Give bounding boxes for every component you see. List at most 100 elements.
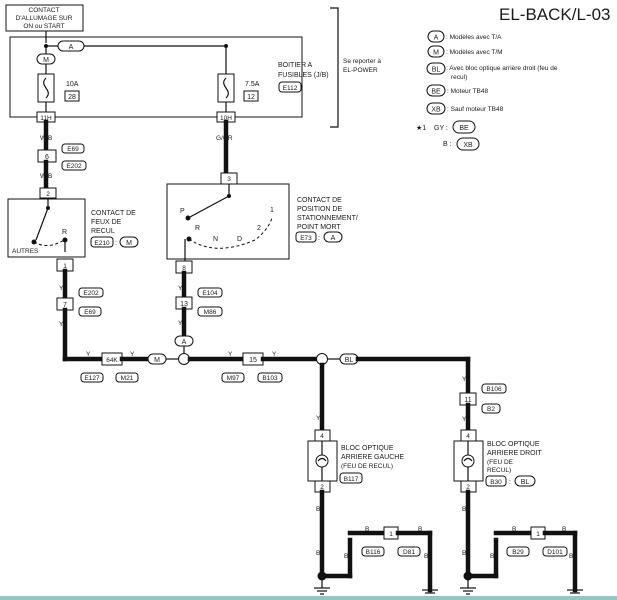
wire-label-y-5: Y xyxy=(86,351,91,358)
rear-lamp-right: 4 2 BLOC OPTIQUE ARRIERE DROIT (FEU DE R… xyxy=(453,429,543,493)
fuse-7-5a-rating: 7.5A xyxy=(245,81,260,88)
rev-switch-autres: AUTRES xyxy=(12,248,39,255)
svg-text::: : xyxy=(318,235,320,242)
wire-label-wb-1: W/B xyxy=(40,135,52,142)
connector-b106: B106 xyxy=(486,386,502,393)
connector-b2: B2 xyxy=(487,406,495,413)
connector-7-label: 7 xyxy=(63,302,67,309)
footnote-b-sym: XB xyxy=(463,142,473,149)
ground-conn-left-label: 1 xyxy=(389,531,393,538)
legend-text-m: : Modèles avec T/M xyxy=(446,49,503,56)
lamp-right-code: B30 xyxy=(490,479,502,486)
connector-e69: E69 xyxy=(67,146,79,153)
ignition-line3: ON ou START xyxy=(23,23,64,30)
lamp-right-l1: BLOC OPTIQUE xyxy=(487,441,540,448)
legend-text-bl-2: recul) xyxy=(451,74,467,81)
fuse-7-5a-number: 12 xyxy=(247,94,255,101)
svg-text::: : xyxy=(509,479,511,486)
footnote-gy-sym: BE xyxy=(459,125,469,132)
connector-m97: M97 xyxy=(227,375,240,382)
ground-symbol-left xyxy=(314,580,438,595)
legend-sym-bl: BL xyxy=(432,67,441,74)
park-switch-term-bot: 8 xyxy=(182,265,186,272)
fusebox-code: E112 xyxy=(283,85,298,92)
rev-switch-code: E210 xyxy=(94,240,110,247)
connector-m21: M21 xyxy=(121,375,134,382)
wire-sym-m: M xyxy=(154,357,160,364)
connector-b29: B29 xyxy=(512,549,524,556)
wire-label-b-2: B xyxy=(316,550,320,557)
rev-switch-l3: RECUL xyxy=(91,228,115,235)
connector-b116: B116 xyxy=(366,549,381,556)
lamp-right-term-top: 4 xyxy=(466,433,470,440)
fuse-10a-rating: 10A xyxy=(66,81,79,88)
wire-label-gor: G/OR xyxy=(216,135,233,142)
park-neutral-switch: 3 P R N D 2 1 8 CONTACT DE POSITION DE S… xyxy=(166,172,358,274)
lamp-right-term-bot: 2 xyxy=(466,484,470,491)
wire-label-b-6: B xyxy=(424,553,428,560)
footnote-b: B : xyxy=(443,141,452,148)
rev-switch-r: R xyxy=(62,229,67,236)
connector-64k-label: 64K xyxy=(106,357,118,364)
wire-label-y-2: Y xyxy=(59,321,64,328)
legend-sym-m: M xyxy=(433,50,439,57)
lamp-left-term-top: 4 xyxy=(320,433,324,440)
legend-sym-a: A xyxy=(434,35,439,42)
park-switch-sym: A xyxy=(331,235,336,242)
connector-d81: D81 xyxy=(403,549,415,556)
rev-switch-sym: M xyxy=(126,240,132,247)
connector-15-label: 15 xyxy=(249,357,257,364)
fuse-box: A M 10A 28 7.5A 12 11H 10H BOITIER A FUS… xyxy=(9,31,329,123)
wire-label-y-3: Y xyxy=(178,285,183,292)
connector-b103: B103 xyxy=(262,375,278,382)
rev-switch-l2: FEUX DE xyxy=(91,219,122,226)
wire-label-b-1: B xyxy=(316,506,320,513)
lamp-right-l4: RECUL) xyxy=(487,467,511,474)
fuse-terminal-11h: 11H xyxy=(40,115,52,122)
park-switch-term-top: 3 xyxy=(227,176,231,183)
park-switch-r: R xyxy=(195,225,200,232)
park-switch-d: D xyxy=(237,236,242,243)
fusebox-model-m: M xyxy=(43,57,49,64)
legend-sym-xb: XB xyxy=(431,107,441,114)
wire-label-y-6: Y xyxy=(130,351,135,358)
legend-text-bl: : Avec bloc optique arrière droit (feu d… xyxy=(446,65,558,72)
wire-label-b-12: B xyxy=(569,553,573,560)
connector-e202: E202 xyxy=(66,163,82,170)
wire-sym-a: A xyxy=(182,339,187,346)
lamp-right-l3: (FEU DE xyxy=(487,459,514,466)
connector-m86: M86 xyxy=(204,309,217,316)
park-switch-1: 1 xyxy=(270,207,274,214)
wire-label-y-11: Y xyxy=(316,415,321,422)
park-switch-l4: POINT MORT xyxy=(297,224,341,231)
park-switch-l1: CONTACT DE xyxy=(297,197,342,204)
legend-text-be: : Moteur TB48 xyxy=(447,88,488,95)
ignition-line1: CONTACT xyxy=(29,7,60,14)
lamp-right-sym: BL xyxy=(521,479,530,486)
connector-11-label: 11 xyxy=(464,397,471,404)
park-switch-p: P xyxy=(180,208,185,215)
wire-label-b-5: B xyxy=(418,526,422,533)
wire-label-y-7: Y xyxy=(228,351,233,358)
connector-6-label: 6 xyxy=(45,154,49,161)
wire-label-b-4: B xyxy=(365,526,369,533)
park-switch-l3: STATIONNEMENT/ xyxy=(297,215,358,222)
park-switch-code: E73 xyxy=(300,235,312,242)
fusebox-label-line2: FUSIBLES (J/B) xyxy=(278,72,329,79)
lamp-left-l1: BLOC OPTIQUE xyxy=(341,445,394,452)
legend: A : Modèles avec T/A M : Modèles avec T/… xyxy=(416,30,558,151)
ground-conn-right-label: 1 xyxy=(536,531,540,538)
lamp-left-term-bot: 2 xyxy=(320,484,324,491)
fuse-10a-number: 28 xyxy=(68,94,76,101)
connector-13-label: 13 xyxy=(180,301,188,308)
footnote-marker: ★1 xyxy=(416,124,426,132)
legend-text-a: : Modèles avec T/A xyxy=(446,34,502,41)
rear-lamp-left: 4 2 BLOC OPTIQUE ARRIERE GAUCHE (FEU DE … xyxy=(307,429,404,493)
bottom-accent-bar xyxy=(0,596,617,600)
park-switch-l2: POSITION DE xyxy=(297,206,342,213)
wire-label-wb-2: W/B xyxy=(40,173,52,180)
wire-label-b-8: B xyxy=(462,550,466,557)
legend-sym-be: BE xyxy=(431,89,441,96)
wire-label-y-1: Y xyxy=(59,285,64,292)
